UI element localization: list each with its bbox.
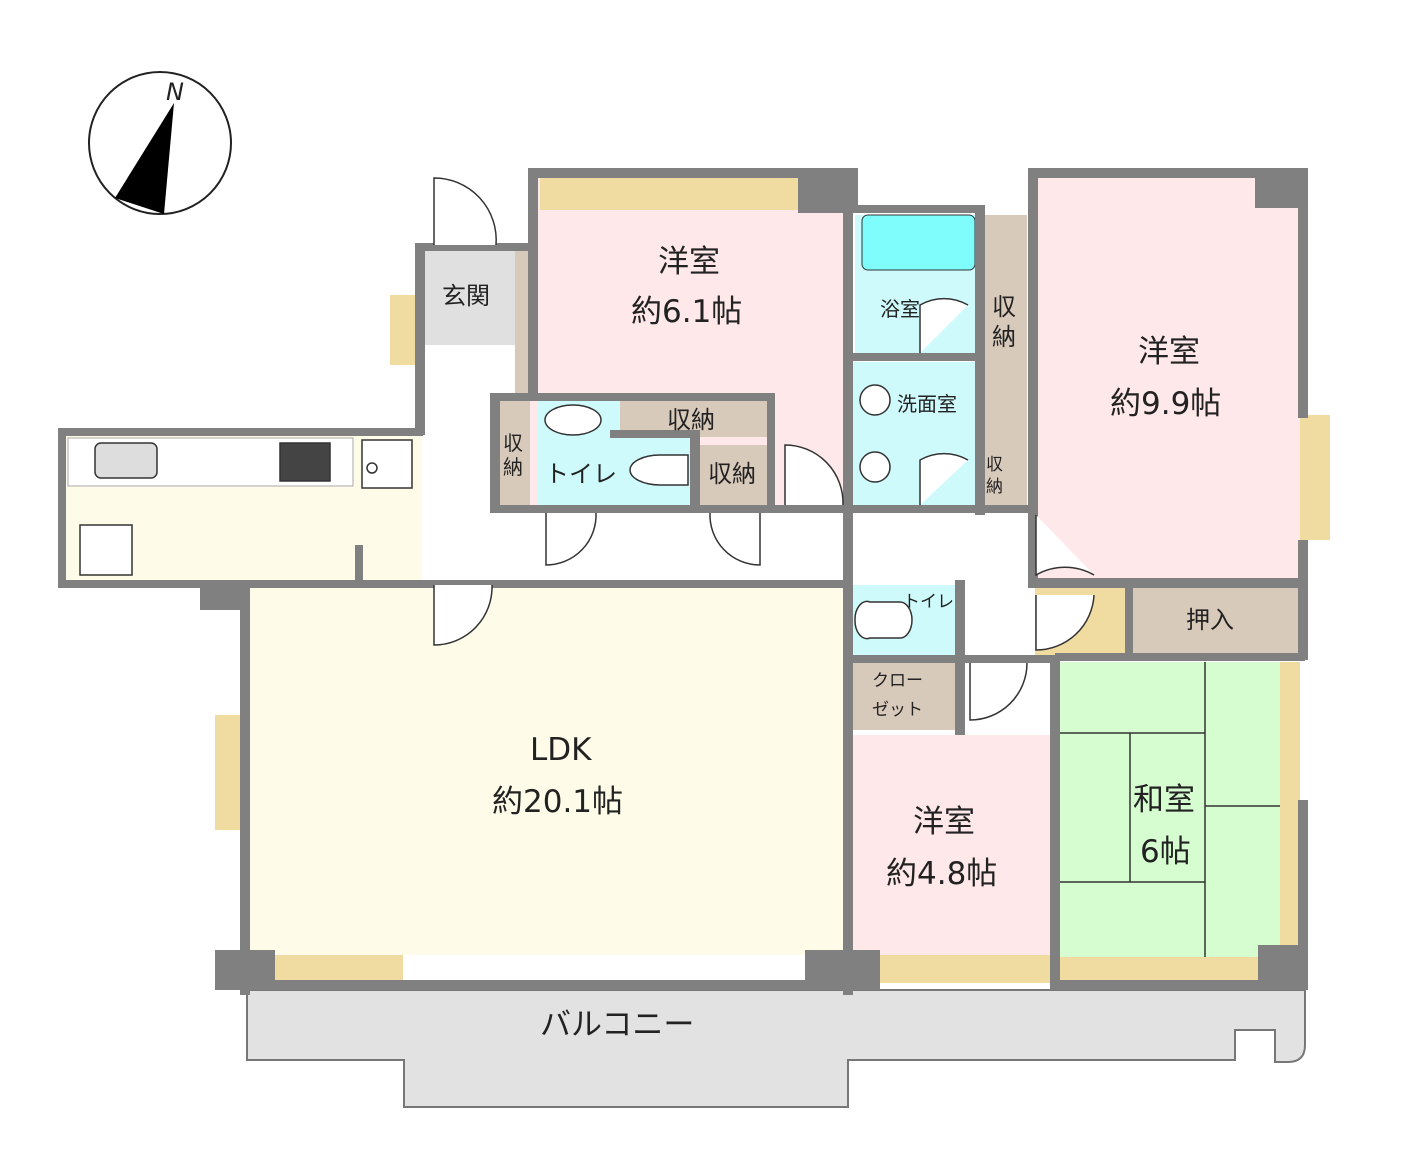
washroom-label: 洗面室 <box>897 392 957 416</box>
entrance-label: 玄関 <box>442 282 490 310</box>
entrance <box>420 250 515 345</box>
room-name: LDK <box>530 732 592 768</box>
bathtub <box>861 214 976 271</box>
toilet-icon <box>629 454 689 486</box>
washbasin-icon <box>544 404 602 436</box>
storage-mid <box>700 445 767 505</box>
closet <box>852 662 957 730</box>
washbasin-icon <box>859 384 891 416</box>
western-room-b <box>1030 175 1305 578</box>
room-door-icon <box>784 444 844 506</box>
storage-label: 納 <box>986 477 1003 497</box>
toilet-label: トイレ <box>545 460 617 488</box>
entrance-door-icon <box>433 177 497 246</box>
washitsu <box>1058 662 1280 957</box>
north-arrow-icon <box>115 103 174 214</box>
window-sill <box>880 955 1050 983</box>
walls <box>58 168 1308 995</box>
compass-north-label: N <box>166 78 184 106</box>
room-door-icon <box>1035 594 1095 651</box>
bath-door-icon <box>919 297 969 353</box>
window-sill <box>1280 662 1300 957</box>
balcony <box>246 989 1306 1108</box>
storage-label: 収納 <box>708 460 756 488</box>
tatami-lines <box>1058 662 1280 957</box>
storage-door-icon <box>709 512 761 566</box>
bath-label: 浴室 <box>880 297 920 321</box>
window-sill <box>540 178 800 210</box>
storage-label: 収 <box>992 293 1016 321</box>
storage-small <box>982 440 1010 505</box>
room-name: 洋室 <box>1138 334 1200 370</box>
shoe-storage <box>515 250 530 395</box>
compass: N <box>88 71 232 215</box>
storage-label: 納 <box>503 455 523 479</box>
washbasin-icon <box>859 451 891 483</box>
room-size: 約20.1帖 <box>492 784 623 820</box>
storage-label: 収 <box>986 455 1003 475</box>
room-door-icon <box>969 662 1028 721</box>
washroom <box>850 362 978 505</box>
oshiire <box>1130 588 1298 653</box>
storage-label: 収 <box>503 431 523 455</box>
ldk-door-icon <box>433 584 493 646</box>
toilet-label: トイレ <box>903 592 954 612</box>
stove-icon <box>279 442 331 482</box>
doors <box>433 177 1095 721</box>
room-name: 洋室 <box>658 244 720 280</box>
window-sill <box>1058 957 1258 982</box>
ldk-room <box>245 585 845 955</box>
western-room-c <box>852 735 1050 980</box>
bay-window <box>1300 415 1330 540</box>
storage-label: 収納 <box>667 406 715 434</box>
closet-label: クロー <box>872 671 923 691</box>
storage-label: 納 <box>992 323 1016 351</box>
toilet-door-icon <box>545 512 597 566</box>
washroom-door-icon <box>919 452 969 505</box>
room-size: 約9.9帖 <box>1110 386 1221 422</box>
room-name: 洋室 <box>913 804 975 840</box>
room-name: 和室 <box>1133 782 1195 818</box>
room-size: 6帖 <box>1140 834 1191 870</box>
room-size: 約6.1帖 <box>631 294 742 330</box>
fixtures <box>79 384 913 640</box>
sink-icon <box>94 442 158 479</box>
fridge-icon <box>79 524 133 576</box>
closet-label: ゼット <box>872 700 923 720</box>
storage-hall <box>500 400 530 505</box>
room-door-icon <box>1035 515 1095 577</box>
oshiire-label: 押入 <box>1186 606 1234 634</box>
room-size: 約4.8帖 <box>886 856 997 892</box>
toilet-icon <box>854 600 913 640</box>
balcony-label: バルコニー <box>540 1007 694 1043</box>
